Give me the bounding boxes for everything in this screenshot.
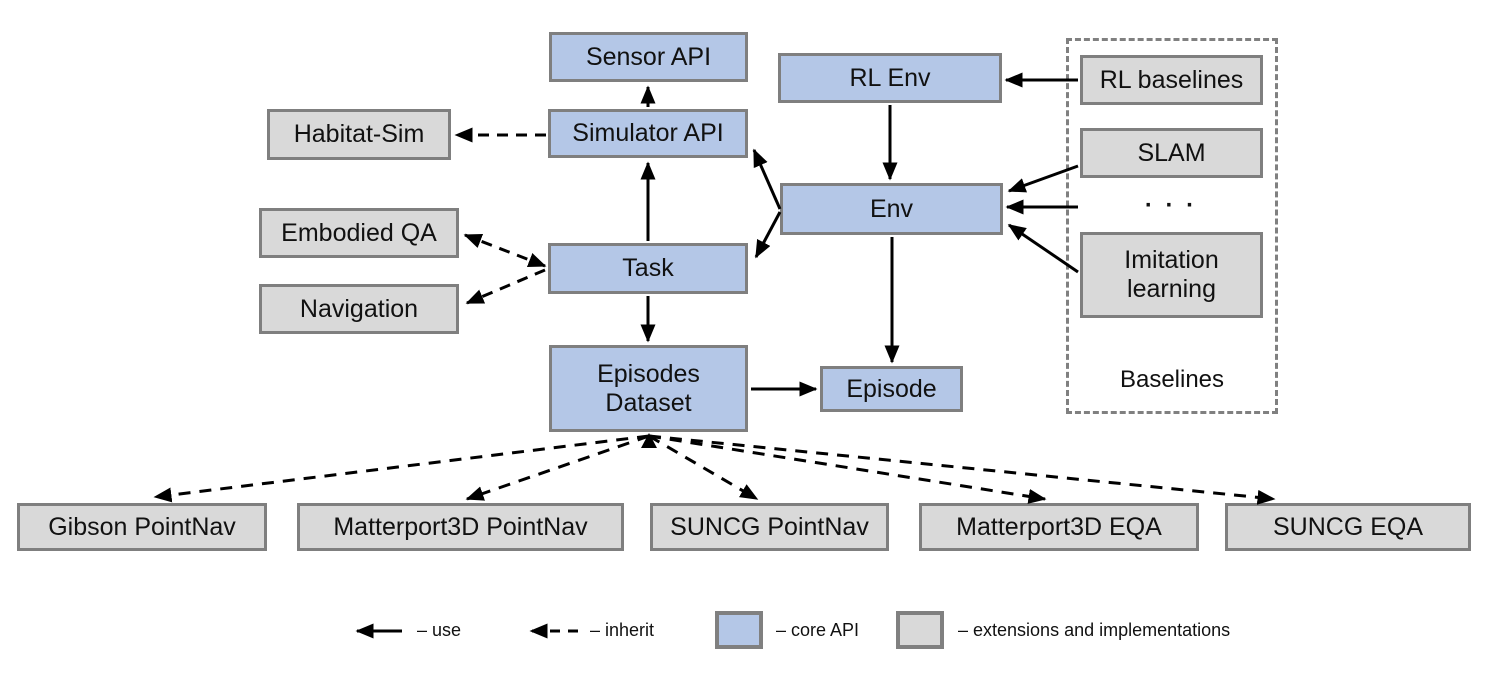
node-gibson-pointnav-label: Gibson PointNav xyxy=(48,512,236,541)
edge-episodes-dataset-to-matterport3d-eqa xyxy=(648,434,1047,504)
node-gibson-pointnav: Gibson PointNav xyxy=(17,503,267,551)
node-slam-label: SLAM xyxy=(1137,138,1206,167)
node-simulator-api-label: Simulator API xyxy=(572,119,724,148)
node-rl-env: RL Env xyxy=(778,53,1002,103)
node-task: Task xyxy=(548,243,748,294)
node-imitation-learning-label: Imitation learning xyxy=(1124,246,1219,303)
node-suncg-pointnav: SUNCG PointNav xyxy=(650,503,889,551)
node-simulator-api: Simulator API xyxy=(548,109,748,158)
node-embodied-qa: Embodied QA xyxy=(259,208,459,258)
node-matterport3d-eqa: Matterport3D EQA xyxy=(919,503,1199,551)
legend-core-api-swatch xyxy=(715,611,763,649)
node-episode: Episode xyxy=(820,366,963,412)
node-matterport3d-pointnav-label: Matterport3D PointNav xyxy=(333,512,588,541)
legend-core-api-label: – core API xyxy=(776,620,860,640)
node-rl-baselines-label: RL baselines xyxy=(1099,65,1244,94)
edge-episodes-dataset-to-suncg-eqa xyxy=(648,434,1276,505)
node-matterport3d-pointnav: Matterport3D PointNav xyxy=(297,503,624,551)
node-embodied-qa-label: Embodied QA xyxy=(281,218,437,247)
node-slam: SLAM xyxy=(1080,128,1263,178)
node-imitation-learning: Imitation learning xyxy=(1080,232,1263,318)
node-navigation-label: Navigation xyxy=(299,294,419,323)
episodes-dataset-fan-arrowhead xyxy=(641,433,657,448)
node-navigation: Navigation xyxy=(259,284,459,334)
baselines-group-label: Baselines xyxy=(1119,366,1225,393)
node-episodes-dataset: Episodes Dataset xyxy=(549,345,748,432)
node-suncg-eqa: SUNCG EQA xyxy=(1225,503,1471,551)
edge-env-to-task xyxy=(754,211,782,259)
legend-inherit-label: – inherit xyxy=(590,620,655,640)
baselines-ellipsis: · · · xyxy=(1144,192,1198,219)
legend-extensions-swatch xyxy=(896,611,944,649)
edge-task-embodied-qa xyxy=(463,233,547,268)
node-suncg-pointnav-label: SUNCG PointNav xyxy=(670,512,869,541)
edge-task-to-navigation xyxy=(465,268,546,305)
edge-env-to-simulator-api xyxy=(752,148,782,210)
node-episodes-dataset-label: Episodes Dataset xyxy=(597,359,700,417)
node-habitat-sim-label: Habitat-Sim xyxy=(293,120,425,149)
legend-extensions-label: – extensions and implementations xyxy=(958,620,1231,640)
node-suncg-eqa-label: SUNCG EQA xyxy=(1272,512,1424,541)
node-sensor-api: Sensor API xyxy=(549,32,748,82)
node-task-label: Task xyxy=(622,254,674,283)
node-rl-env-label: RL Env xyxy=(849,63,931,92)
edge-episodes-dataset-to-gibson-pointnav xyxy=(153,434,650,503)
node-episode-label: Episode xyxy=(846,374,937,403)
node-env-label: Env xyxy=(869,194,914,223)
node-habitat-sim: Habitat-Sim xyxy=(267,109,451,160)
edge-episodes-dataset-to-matterport3d-pointnav xyxy=(465,434,650,501)
legend-use-label: – use xyxy=(417,620,462,640)
node-rl-baselines: RL baselines xyxy=(1080,55,1263,105)
node-sensor-api-label: Sensor API xyxy=(585,42,712,71)
node-matterport3d-eqa-label: Matterport3D EQA xyxy=(956,512,1162,541)
edge-episodes-dataset-to-suncg-pointnav xyxy=(648,434,759,501)
node-env: Env xyxy=(780,183,1003,235)
